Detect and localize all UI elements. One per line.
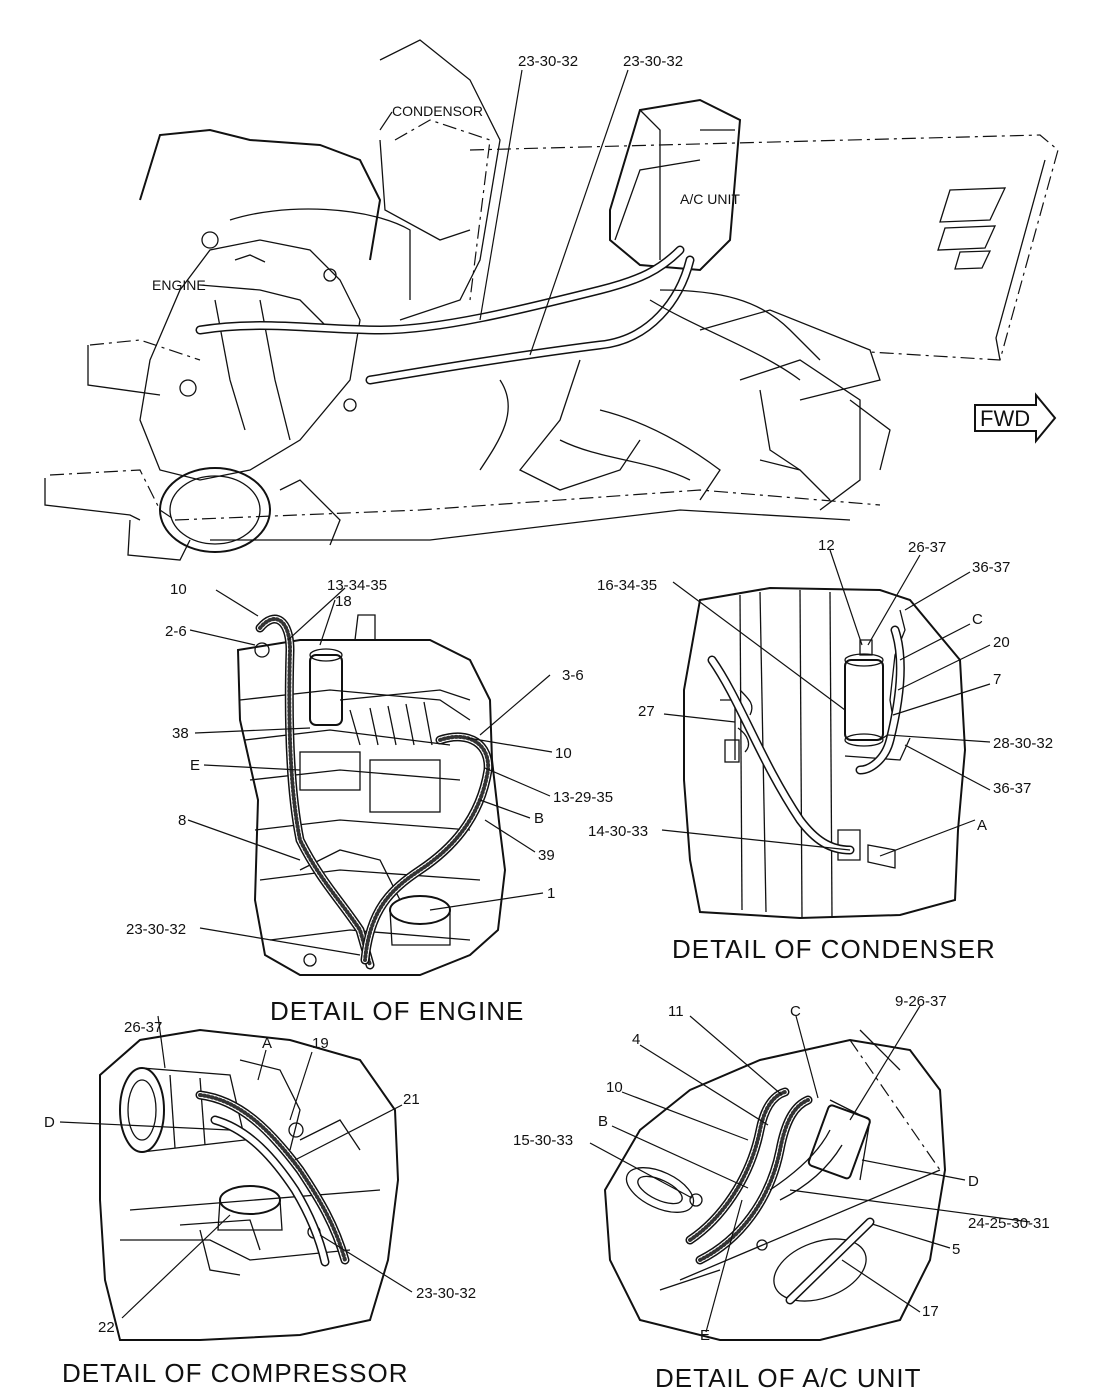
compressor-detail-drawing bbox=[99, 1028, 400, 1341]
callout: E bbox=[190, 757, 200, 774]
callout: 28-30-32 bbox=[993, 735, 1053, 752]
callout: 20 bbox=[993, 634, 1010, 651]
callout: A bbox=[977, 817, 987, 834]
callout: A bbox=[262, 1035, 272, 1052]
callout: 3-6 bbox=[562, 667, 584, 684]
callout: 10 bbox=[555, 745, 572, 762]
callout: C bbox=[972, 611, 983, 628]
callout: 38 bbox=[172, 725, 189, 742]
callout: 10 bbox=[170, 581, 187, 598]
callout: 4 bbox=[632, 1031, 640, 1048]
callout: B bbox=[534, 810, 544, 827]
condensor-label: CONDENSOR bbox=[392, 103, 483, 119]
callout: 14-30-33 bbox=[588, 823, 648, 840]
callout: 26-37 bbox=[124, 1019, 162, 1036]
callout: 24-25-30-31 bbox=[968, 1215, 1050, 1232]
engine-detail-title: DETAIL OF ENGINE bbox=[270, 996, 524, 1026]
callout: 10 bbox=[606, 1079, 623, 1096]
callout: 23-30-32 bbox=[623, 53, 683, 70]
callout: 13-29-35 bbox=[553, 789, 613, 806]
condenser-detail-drawing bbox=[683, 586, 967, 920]
callout: D bbox=[968, 1173, 979, 1190]
callout: C bbox=[790, 1003, 801, 1020]
callout: 23-30-32 bbox=[126, 921, 186, 938]
callout: 7 bbox=[993, 671, 1001, 688]
leader-lines bbox=[59, 69, 1031, 1333]
callout: 9-26-37 bbox=[895, 993, 947, 1010]
overview-labels: CONDENSOR A/C UNIT ENGINE FWD 23-30-32 2… bbox=[152, 53, 1030, 431]
callout: E bbox=[700, 1327, 710, 1344]
compressor-detail-labels: 26-37 A 19 21 D 23-30-32 22 DETAIL OF CO… bbox=[44, 1019, 476, 1388]
callout: 21 bbox=[403, 1091, 420, 1108]
callout: D bbox=[44, 1114, 55, 1131]
callout: 13-34-35 bbox=[327, 577, 387, 594]
callout: 8 bbox=[178, 812, 186, 829]
ac-unit-detail-title: DETAIL OF A/C UNIT bbox=[655, 1363, 921, 1393]
ac-unit-detail-labels: 11 C 9-26-37 4 10 B 15-30-33 D 24-25-30-… bbox=[513, 993, 1050, 1393]
callout: 18 bbox=[335, 593, 352, 610]
compressor-detail-title: DETAIL OF COMPRESSOR bbox=[62, 1358, 409, 1388]
condenser-detail-title: DETAIL OF CONDENSER bbox=[672, 934, 996, 964]
callout: 27 bbox=[638, 703, 655, 720]
callout: B bbox=[598, 1113, 608, 1130]
condenser-detail-labels: 12 26-37 36-37 16-34-35 C 20 7 27 28-30-… bbox=[588, 537, 1053, 964]
ac-unit-label: A/C UNIT bbox=[680, 191, 740, 207]
overview-drawing bbox=[44, 39, 1059, 561]
callout: 16-34-35 bbox=[597, 577, 657, 594]
callout: 2-6 bbox=[165, 623, 187, 640]
callout: 1 bbox=[547, 885, 555, 902]
callout: 11 bbox=[668, 1003, 684, 1020]
callout: 15-30-33 bbox=[513, 1132, 573, 1149]
engine-label: ENGINE bbox=[152, 277, 206, 293]
callout: 12 bbox=[818, 537, 835, 554]
engine-detail-labels: 10 13-34-35 18 2-6 3-6 38 10 E 13-29-35 … bbox=[126, 577, 613, 1026]
callout: 36-37 bbox=[993, 780, 1031, 797]
callout: 39 bbox=[538, 847, 555, 864]
callout: 22 bbox=[98, 1319, 115, 1336]
callout: 19 bbox=[312, 1035, 329, 1052]
callout: 36-37 bbox=[972, 559, 1010, 576]
fwd-label: FWD bbox=[980, 406, 1030, 431]
callout: 23-30-32 bbox=[518, 53, 578, 70]
callout: 17 bbox=[922, 1303, 939, 1320]
callout: 23-30-32 bbox=[416, 1285, 476, 1302]
engine-detail-drawing bbox=[236, 614, 507, 976]
callout: 5 bbox=[952, 1241, 960, 1258]
ac-unit-detail-drawing bbox=[603, 1029, 947, 1341]
callout: 26-37 bbox=[908, 539, 946, 556]
